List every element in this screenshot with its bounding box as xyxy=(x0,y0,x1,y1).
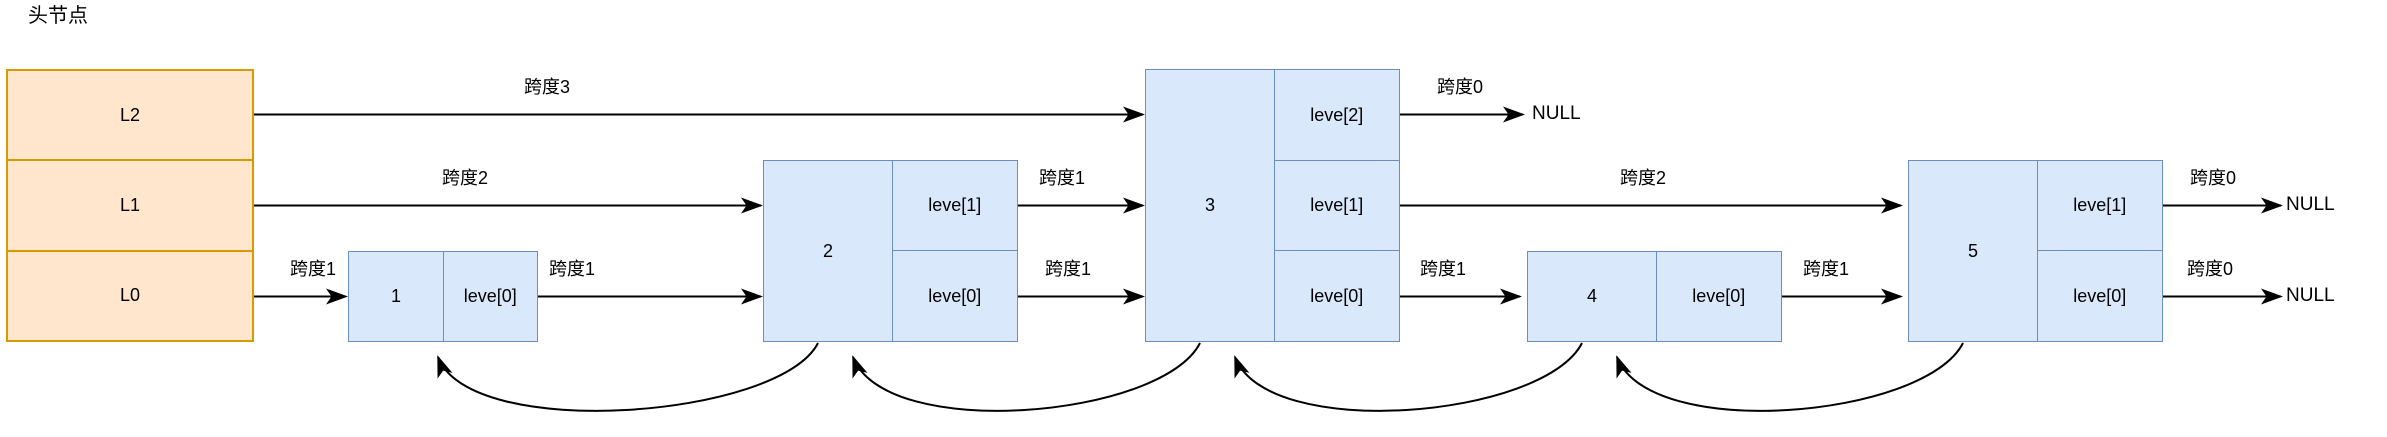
node-5-level-0: leve[0] xyxy=(2036,250,2163,342)
node-3: 3 leve[2] leve[1] leve[0] xyxy=(1145,69,1400,342)
span-label-node4-l0: 跨度1 xyxy=(1802,259,1850,279)
backward-arrow-node4-to-node3 xyxy=(1234,342,1583,412)
head-level-l0: L0 xyxy=(6,249,254,342)
span-label-head-l1: 跨度2 xyxy=(441,168,489,188)
node-2: 2 leve[1] leve[0] xyxy=(763,160,1018,342)
node-3-value: 3 xyxy=(1145,69,1275,342)
node-5: 5 leve[1] leve[0] xyxy=(1908,160,2163,342)
node-2-level-1: leve[1] xyxy=(891,160,1018,252)
node-3-level-2: leve[2] xyxy=(1273,69,1400,161)
node-2-level-0: leve[0] xyxy=(891,250,1018,342)
null-label-node5-l0: NULL xyxy=(2286,285,2335,306)
backward-arrow-node2-to-node1 xyxy=(437,342,819,412)
node-1: 1 leve[0] xyxy=(348,251,538,342)
span-label-node3-l0: 跨度1 xyxy=(1419,259,1467,279)
null-label-node5-l1: NULL xyxy=(2286,194,2335,215)
page-title: 头节点 xyxy=(28,5,88,27)
node-2-value: 2 xyxy=(763,160,893,342)
node-5-level-1: leve[1] xyxy=(2036,160,2163,252)
span-label-node5-l0: 跨度0 xyxy=(2186,259,2234,279)
head-level-l1: L1 xyxy=(6,159,254,252)
span-label-node3-l2: 跨度0 xyxy=(1436,77,1484,97)
span-label-node2-l1: 跨度1 xyxy=(1038,168,1086,188)
span-label-node3-l1: 跨度2 xyxy=(1619,168,1667,188)
head-node: L2 L1 L0 xyxy=(6,69,254,342)
node-1-value: 1 xyxy=(348,251,444,342)
node-5-value: 5 xyxy=(1908,160,2038,342)
node-3-level-0: leve[0] xyxy=(1273,250,1400,342)
node-3-level-1: leve[1] xyxy=(1273,159,1400,252)
span-label-node2-l0: 跨度1 xyxy=(1044,259,1092,279)
node-4-level-0: leve[0] xyxy=(1655,251,1782,342)
span-label-node5-l1: 跨度0 xyxy=(2189,168,2237,188)
span-label-head-l2: 跨度3 xyxy=(523,77,571,97)
backward-arrow-node5-to-node4 xyxy=(1616,342,1964,412)
span-label-head-l0: 跨度1 xyxy=(289,259,337,279)
backward-arrow-node3-to-node2 xyxy=(852,342,1201,412)
node-4-value: 4 xyxy=(1527,251,1657,342)
null-label-node3-l2: NULL xyxy=(1532,103,1581,124)
node-1-level-0: leve[0] xyxy=(442,251,538,342)
node-4: 4 leve[0] xyxy=(1527,251,1782,342)
span-label-node1-l0: 跨度1 xyxy=(548,259,596,279)
head-level-l2: L2 xyxy=(6,69,254,162)
